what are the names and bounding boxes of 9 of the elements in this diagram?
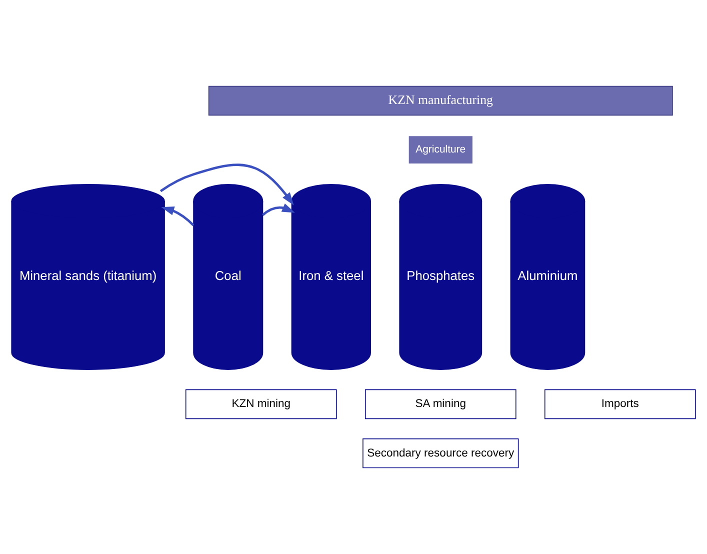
node-box: Imports [544, 389, 696, 420]
node-box: KZN mining [185, 389, 337, 420]
node-box: Secondary resource recovery [362, 438, 519, 468]
arrow [262, 204, 295, 216]
arrow [160, 164, 294, 206]
node-box: Agriculture [407, 134, 474, 166]
arrow [161, 206, 194, 226]
node-box: SA mining [364, 389, 516, 420]
node-box: KZN manufacturing [208, 86, 673, 116]
